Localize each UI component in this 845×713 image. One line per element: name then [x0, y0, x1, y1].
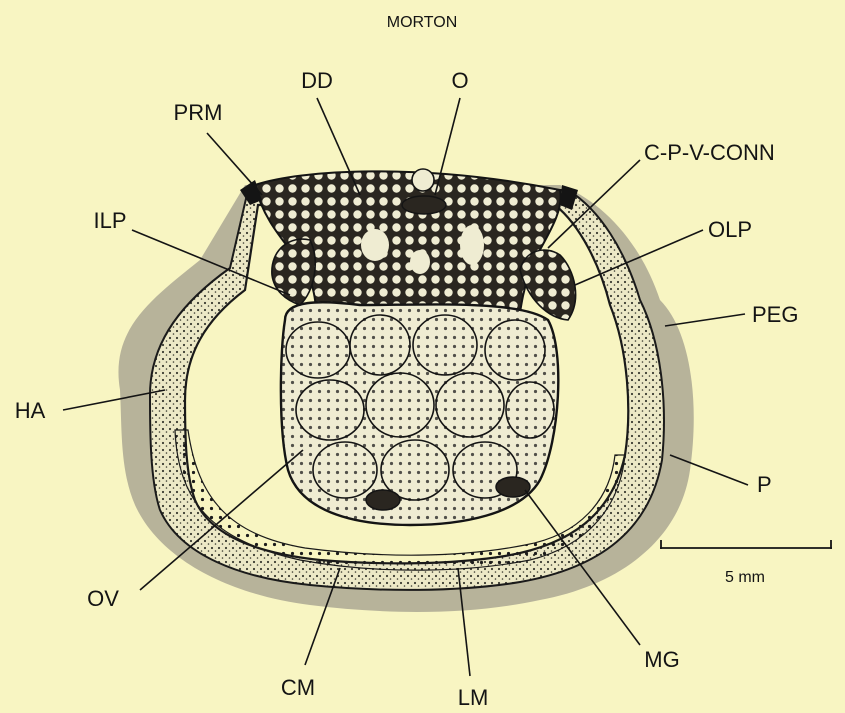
vacuole	[460, 225, 484, 265]
label-prm: PRM	[174, 100, 223, 125]
midgut-right	[496, 477, 530, 497]
label-mg: MG	[644, 647, 679, 672]
label-peg: PEG	[752, 302, 798, 327]
label-c-p-v-conn: C-P-V-CONN	[644, 140, 775, 165]
vacuole	[410, 250, 430, 274]
oesophagus	[402, 196, 446, 214]
midgut-left	[366, 490, 400, 510]
label-ha: HA	[15, 398, 46, 423]
label-p: P	[757, 472, 772, 497]
label-olp: OLP	[708, 217, 752, 242]
label-o: O	[451, 68, 468, 93]
label-cm: CM	[281, 675, 315, 700]
label-dd: DD	[301, 68, 333, 93]
scale-bar	[660, 540, 832, 549]
label-ov: OV	[87, 586, 119, 611]
vacuole	[361, 229, 389, 261]
dorsal-knob	[412, 169, 434, 191]
label-ilp: ILP	[93, 208, 126, 233]
label-lm: LM	[458, 685, 489, 710]
scale-bar-label: 5 mm	[725, 569, 765, 586]
header-text: MORTON	[387, 14, 458, 31]
